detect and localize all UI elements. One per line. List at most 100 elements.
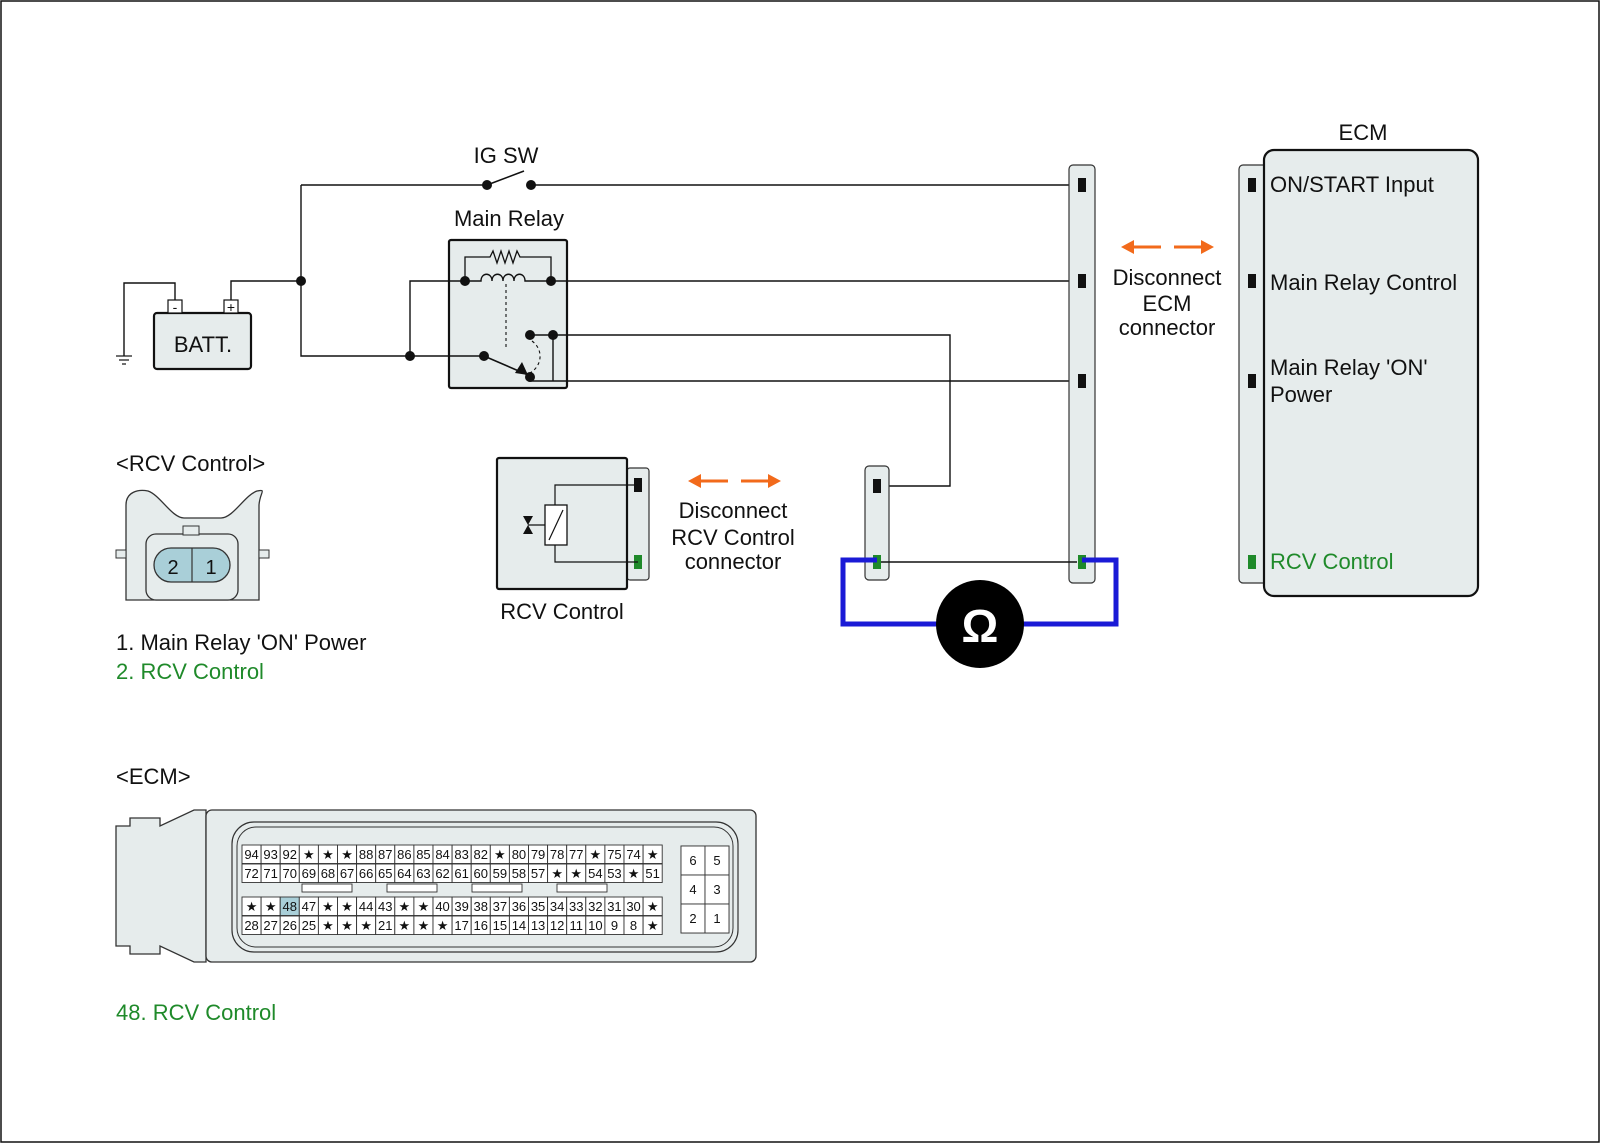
ecm-pin-label: 67 <box>340 866 354 881</box>
ohmmeter-symbol: Ω <box>962 600 999 652</box>
disconnect-rcv-label-2: RCV Control <box>671 525 794 550</box>
ecm-pin-label: ★ <box>418 918 430 933</box>
ecm-pin-label: ★ <box>360 918 372 933</box>
ecm-pin-label-main-relay-on-power: Main Relay 'ON' <box>1270 355 1428 380</box>
main-relay-on-power-wire <box>529 377 1077 382</box>
ecm-side-pin-label: 6 <box>689 853 696 868</box>
ecm-pin-label: 77 <box>569 847 583 862</box>
ecm-pin-label: 92 <box>283 847 297 862</box>
ecm-module <box>1262 148 1480 598</box>
ecm-pin-label: 39 <box>454 899 468 914</box>
ecm-connector-keys <box>301 883 608 893</box>
ecm-pin-label: 83 <box>454 847 468 862</box>
ecm-side-pin-label: 2 <box>689 911 696 926</box>
disconnect-arrow-icon <box>688 474 781 488</box>
rcv-control-label: RCV Control <box>500 599 623 624</box>
ecm-pin-label: 13 <box>531 918 545 933</box>
ecm-pin-label: 63 <box>416 866 430 881</box>
ohmmeter-icon[interactable] <box>936 580 1024 668</box>
ecm-pin-label: 14 <box>512 918 526 933</box>
ecm-pin-label: ★ <box>590 847 602 862</box>
ecm-harness-pin <box>1078 274 1086 288</box>
ecm-pin-label: 15 <box>493 918 507 933</box>
ecm-pin-label: ★ <box>341 918 353 933</box>
main-relay-label: Main Relay <box>454 206 564 231</box>
ecm-side-pin-cell <box>704 903 730 934</box>
ecm-pin-label: ★ <box>265 899 277 914</box>
ground-icon <box>116 355 132 365</box>
ecm-pin-label: 8 <box>630 918 637 933</box>
ecm-pin-label: 27 <box>263 918 277 933</box>
ecm-pin-label: 93 <box>263 847 277 862</box>
ecm-key-slot <box>386 883 438 893</box>
rcv-connector-heading: <RCV Control> <box>116 451 265 476</box>
ecm-pin-label: ★ <box>647 918 659 933</box>
ig-switch-label: IG SW <box>474 143 539 168</box>
disconnect-ecm-label-3: connector <box>1119 315 1216 340</box>
ecm-pin-label: 79 <box>531 847 545 862</box>
ecm-pin-label: 28 <box>244 918 258 933</box>
ecm-pin-label: 36 <box>512 899 526 914</box>
ecm-connector-heading: <ECM> <box>116 764 191 789</box>
ig-switch: IG SW <box>474 143 539 190</box>
ecm-pin-label: 78 <box>550 847 564 862</box>
rcv-connector-face: 2 1 <box>115 489 270 601</box>
ecm-pin-label: ★ <box>322 847 334 862</box>
disconnect-rcv-label: Disconnect <box>679 498 788 523</box>
ecm-pin-label: 70 <box>283 866 297 881</box>
ecm-pin-label: ★ <box>418 899 430 914</box>
rcv-harness-connector[interactable] <box>864 465 890 581</box>
ecm-pin-label: 87 <box>378 847 392 862</box>
ecm-pin-label: 66 <box>359 866 373 881</box>
ecm-pin-label: ★ <box>303 847 315 862</box>
ecm-pin-label-rcv-control: RCV Control <box>1270 549 1393 574</box>
ecm-pin-label: 54 <box>588 866 602 881</box>
battery-minus-label: - <box>173 299 178 315</box>
ecm-side-pin-label: 5 <box>713 853 720 868</box>
ecm-pin-label: 68 <box>321 866 335 881</box>
ecm-pin-label: 12 <box>550 918 564 933</box>
battery-plus-label: + <box>227 299 235 315</box>
ecm-pin-label: 9 <box>611 918 618 933</box>
ecm-side-pin-label: 3 <box>713 882 720 897</box>
ecm-pin-label: 85 <box>416 847 430 862</box>
ecm-pin-label: ★ <box>494 847 506 862</box>
meter-lead-right <box>1020 557 1119 627</box>
ecm-pin-label: 71 <box>263 866 277 881</box>
ecm-pin-label: 21 <box>378 918 392 933</box>
ecm-pin <box>1248 178 1256 192</box>
ecm-pin-label: 48 <box>283 899 297 914</box>
disconnect-ecm-label-2: ECM <box>1143 291 1192 316</box>
ecm-side-pin-cell <box>680 874 706 905</box>
ecm-pin-label: ★ <box>399 899 411 914</box>
relay-coil-feed-wire <box>409 280 465 356</box>
ecm-pin-label: 32 <box>588 899 602 914</box>
ecm-pin-label: ★ <box>647 899 659 914</box>
battery-positive-wire <box>230 280 301 300</box>
ecm-pin-label: ★ <box>246 899 258 914</box>
ecm-harness-pin <box>1078 178 1086 192</box>
ecm-pin-label: 43 <box>378 899 392 914</box>
ecm-side-pin-cell <box>704 845 730 876</box>
ecm-pin-label: 65 <box>378 866 392 881</box>
ecm-pin-label: 72 <box>244 866 258 881</box>
junction-dot <box>296 276 306 286</box>
ecm-pin-label: ★ <box>628 866 640 881</box>
disconnect-ecm-label: Disconnect <box>1113 265 1222 290</box>
ecm-pin-label: 30 <box>626 899 640 914</box>
ecm-title: ECM <box>1339 120 1388 145</box>
ecm-pin-label: 40 <box>435 899 449 914</box>
battery-bus-wire <box>300 185 410 357</box>
ecm-pin-label: 34 <box>550 899 564 914</box>
ecm-pin-label-on-start: ON/START Input <box>1270 172 1434 197</box>
ecm-pin-label: 57 <box>531 866 545 881</box>
relay-resistor-icon <box>464 248 552 281</box>
ground-wire <box>123 282 176 356</box>
ecm-pin-cell <box>642 915 663 935</box>
relay-coil-icon <box>465 273 551 282</box>
ecm-pin-cell <box>642 844 663 864</box>
